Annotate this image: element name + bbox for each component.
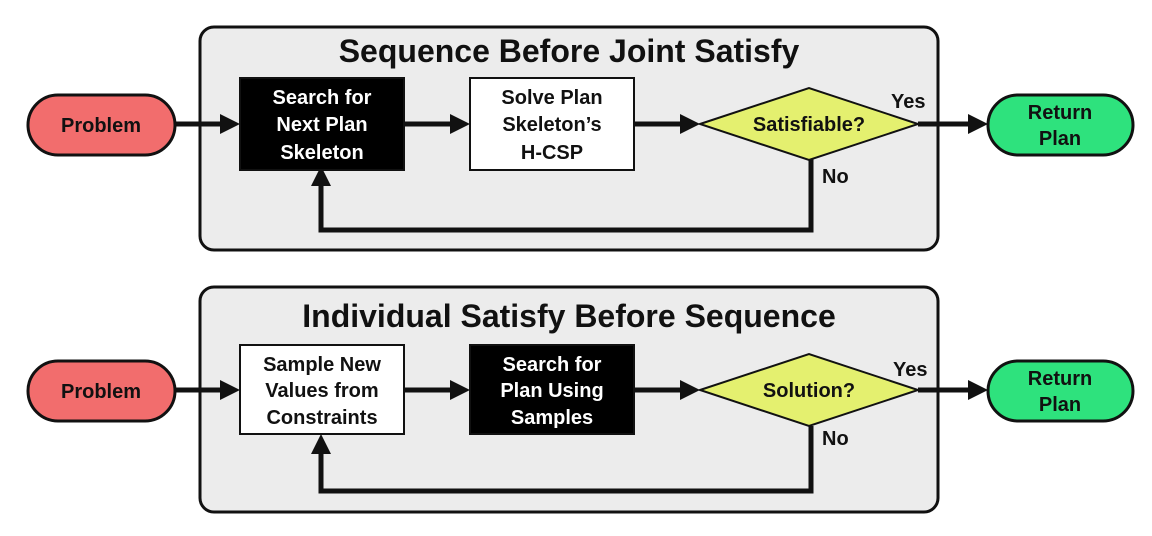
loop-back-no-path xyxy=(318,158,814,233)
decision-label: Solution? xyxy=(763,380,855,402)
panel-individual-satisfy-before-sequence: Individual Satisfy Before Sequence Probl… xyxy=(26,285,1135,514)
process-line-3: Skeleton xyxy=(280,142,363,164)
yes-label: Yes xyxy=(891,91,925,113)
no-label: No xyxy=(822,428,849,450)
arrow-yes-to-return xyxy=(968,380,988,400)
arrow-loop-to-step1 xyxy=(311,166,331,186)
return-line-1: Return xyxy=(1028,102,1092,124)
panel-sequence-before-joint-satisfy: Sequence Before Joint Satisfy Problem Se… xyxy=(26,25,1135,252)
panel-title: Individual Satisfy Before Sequence xyxy=(302,298,835,334)
return-plan-terminal: Return Plan xyxy=(986,359,1135,423)
process-line-3: Samples xyxy=(511,407,593,429)
decision-solution: Solution? xyxy=(696,352,922,428)
process-sample-new-values: Sample New Values from Constraints xyxy=(239,344,405,435)
decision-label: Satisfiable? xyxy=(753,114,865,136)
process-search-next-plan-skeleton: Search for Next Plan Skeleton xyxy=(239,77,405,171)
process-line-1: Search for xyxy=(273,87,372,109)
return-line-1: Return xyxy=(1028,368,1092,390)
loop-back-no-path xyxy=(318,426,814,494)
process-search-plan-using-samples: Search for Plan Using Samples xyxy=(469,344,635,435)
start-terminal: Problem xyxy=(26,359,177,423)
return-line-2: Plan xyxy=(1039,394,1081,416)
arrow-step1-to-step2 xyxy=(450,380,470,400)
process-line-3: Constraints xyxy=(266,407,377,429)
arrow-yes-to-return xyxy=(968,114,988,134)
yes-label: Yes xyxy=(893,359,927,381)
arrow-problem-to-step1 xyxy=(220,380,240,400)
start-label: Problem xyxy=(61,381,141,403)
start-terminal: Problem xyxy=(26,93,177,157)
no-label: No xyxy=(822,166,849,188)
process-line-1: Search for xyxy=(503,354,602,376)
process-line-3: H-CSP xyxy=(521,142,583,164)
arrow-step2-to-decision xyxy=(680,114,700,134)
process-line-2: Plan Using xyxy=(500,380,603,402)
panel-title: Sequence Before Joint Satisfy xyxy=(339,33,800,69)
arrow-loop-to-step1 xyxy=(311,434,331,454)
process-solve-hcsp: Solve Plan Skeleton’s H-CSP xyxy=(469,77,635,171)
return-line-2: Plan xyxy=(1039,128,1081,150)
process-line-2: Values from xyxy=(265,380,378,402)
start-label: Problem xyxy=(61,115,141,137)
process-line-2: Next Plan xyxy=(276,114,367,136)
process-line-1: Solve Plan xyxy=(501,87,602,109)
arrow-step1-to-step2 xyxy=(450,114,470,134)
decision-satisfiable: Satisfiable? xyxy=(696,86,922,162)
return-plan-terminal: Return Plan xyxy=(986,93,1135,157)
process-line-2: Skeleton’s xyxy=(502,114,601,136)
arrow-step2-to-decision xyxy=(680,380,700,400)
arrow-problem-to-step1 xyxy=(220,114,240,134)
process-line-1: Sample New xyxy=(263,354,381,376)
